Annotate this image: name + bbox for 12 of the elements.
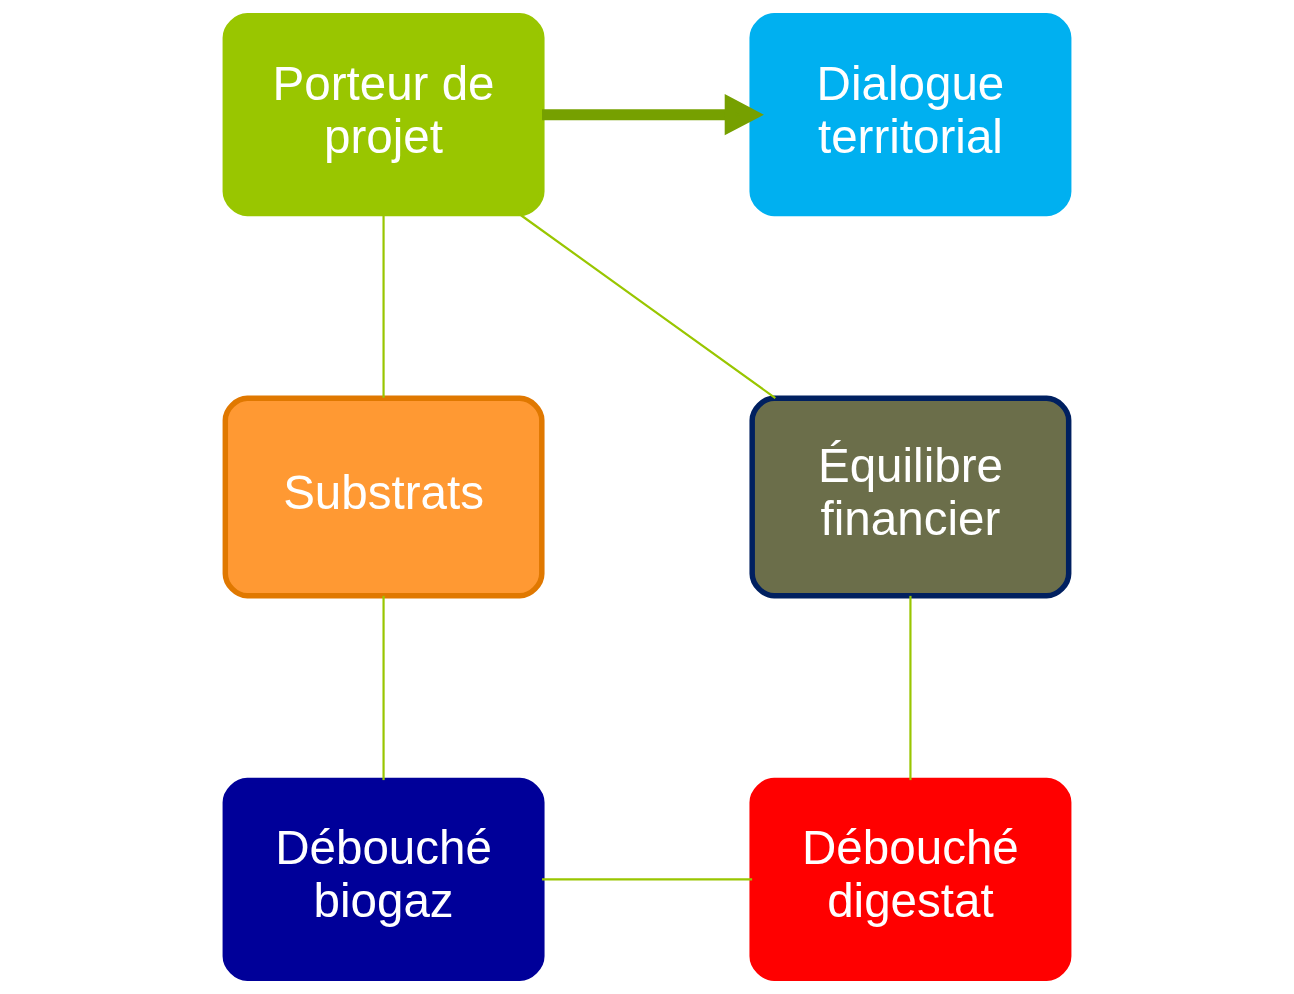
node-box: Débouché digestat (749, 777, 1072, 981)
connector (382, 595, 385, 781)
node-box: Dialogue territorial (749, 13, 1072, 217)
connector (542, 878, 753, 881)
node-box: Équilibre financier (749, 395, 1072, 599)
arrow (542, 94, 764, 136)
node-box: Débouché biogaz (222, 777, 545, 981)
node-box: Porteur de projet (222, 13, 545, 217)
node-box: Substrats (222, 395, 545, 599)
connector (517, 212, 776, 399)
connector (382, 213, 385, 398)
connector (909, 595, 912, 781)
